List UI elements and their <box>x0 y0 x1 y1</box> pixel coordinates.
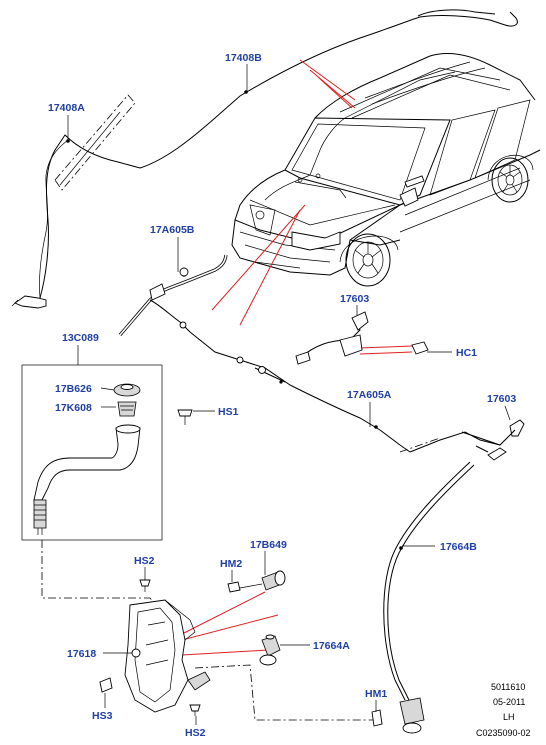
label-17b626: 17B626 <box>55 383 92 395</box>
label-13c089: 13C089 <box>62 332 99 344</box>
screw-hs2-bottom <box>189 704 201 716</box>
label-17408b: 17408B <box>225 52 262 64</box>
footer-line3: LH <box>503 712 515 722</box>
label-17603-right: 17603 <box>487 393 516 405</box>
label-17k608: 17K608 <box>55 402 92 414</box>
label-hs3: HS3 <box>92 710 113 722</box>
car-outline <box>231 52 541 287</box>
label-17618: 17618 <box>67 648 96 660</box>
label-17a605b: 17A605B <box>150 224 195 236</box>
pump-17664a <box>259 634 281 666</box>
label-hs2-top: HS2 <box>134 555 155 567</box>
label-hm1: HM1 <box>365 688 387 700</box>
footer-line2: 05-2011 <box>493 697 525 707</box>
clip-hc1 <box>411 341 429 355</box>
hose-17408a <box>11 94 136 309</box>
hose-17664b <box>383 461 475 701</box>
footer-line4: C0235090-02 <box>476 728 531 738</box>
headlamp <box>291 231 341 251</box>
label-17603-center: 17603 <box>340 293 369 305</box>
strainer <box>117 401 137 417</box>
door-handle <box>404 175 425 188</box>
label-17408a: 17408A <box>48 102 85 114</box>
label-hs2-bottom: HS2 <box>185 727 206 739</box>
label-17664a: 17664A <box>313 640 350 652</box>
hose-17a605 <box>118 254 525 461</box>
screw-hs1 <box>177 409 193 425</box>
label-hc1: HC1 <box>456 347 477 359</box>
connector-right <box>487 447 507 461</box>
label-17a605a: 17A605A <box>347 389 392 401</box>
footer-line1: 5011610 <box>491 682 525 692</box>
jet-nozzle <box>14 295 47 309</box>
filler-neck <box>33 427 141 501</box>
pump-hm1 <box>371 697 425 734</box>
label-leaders <box>67 64 511 725</box>
label-17b649: 17B649 <box>250 539 287 551</box>
label-hm2: HM2 <box>220 558 242 570</box>
red-leaders <box>181 59 413 656</box>
label-17664b: 17664B <box>440 541 477 553</box>
pump-17b649 <box>227 570 286 593</box>
reservoir-17618 <box>124 599 211 713</box>
label-hs1: HS1 <box>218 406 239 418</box>
side-mirror <box>399 187 419 207</box>
screw-hs3 <box>99 677 113 693</box>
filler-neck-box <box>21 364 163 541</box>
jet-17603-center <box>351 311 369 331</box>
screw-hs2-top <box>139 579 151 592</box>
